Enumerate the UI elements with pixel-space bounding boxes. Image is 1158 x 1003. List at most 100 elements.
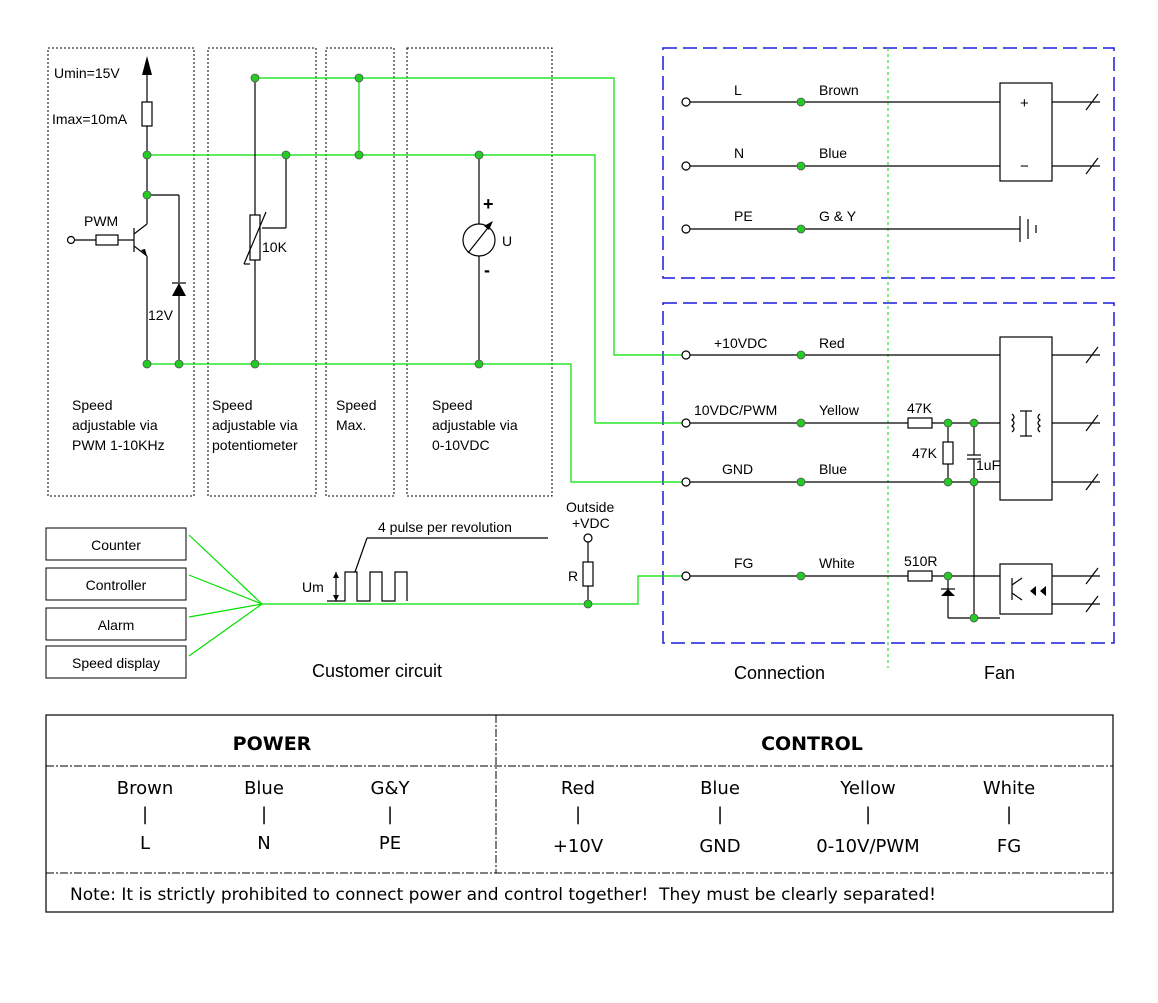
pot-value-label: 10K	[262, 239, 288, 255]
color-blue: Blue	[819, 145, 847, 161]
r510-label: 510R	[904, 553, 937, 569]
control-col-color: Blue	[700, 778, 740, 799]
pulse-label: 4 pulse per revolution	[378, 519, 512, 535]
cap-label: 1uF	[976, 457, 1000, 473]
control-col-sep: |	[865, 804, 871, 825]
max-box	[325, 47, 395, 497]
control-columns: Red | +10V Blue | GND Yellow | 0-10V/PWM…	[553, 778, 1035, 857]
control-col-color: White	[983, 778, 1035, 799]
speed-display-box	[45, 645, 187, 679]
terminals	[681, 97, 691, 581]
power-columns: Brown | L Blue | N G&Y | PE	[117, 778, 411, 854]
control-row-labels: +10VDC Red 10VDC/PWM Yellow GND Blue FG …	[694, 335, 860, 571]
signal-gnd: GND	[722, 461, 753, 477]
pwm-box	[47, 47, 195, 497]
power-row-labels: L Brown N Blue PE G & Y	[734, 82, 859, 224]
outside-label: Outside	[566, 499, 614, 515]
r-label: R	[568, 568, 578, 584]
meter-plus-label: +	[483, 194, 494, 214]
control-col-signal: FG	[997, 836, 1021, 857]
pwm-circuit	[74, 65, 186, 364]
signal-10vdc: +10VDC	[714, 335, 767, 351]
signal-l: L	[734, 82, 742, 98]
signal-fg: FG	[734, 555, 753, 571]
color-white: White	[819, 555, 855, 571]
color-blue-gnd: Blue	[819, 461, 847, 477]
color-red: Red	[819, 335, 845, 351]
customer-devices: Counter Controller Alarm Speed display	[45, 527, 187, 679]
junction-dots	[142, 73, 979, 623]
connection-caption: Connection	[734, 663, 825, 683]
fan-caption: Fan	[984, 663, 1015, 683]
power-col-signal: L	[140, 833, 150, 854]
speed-display-label: Speed display	[72, 655, 160, 671]
controller-box	[45, 567, 187, 601]
voltage-box	[406, 47, 553, 497]
wire-table	[45, 714, 1114, 913]
control-col-signal: +10V	[553, 836, 604, 857]
umin-label: Umin=15V	[54, 65, 120, 81]
box4-line2: adjustable via	[432, 417, 518, 433]
power-col-sep: |	[387, 804, 393, 825]
plus-label: +	[1020, 95, 1029, 112]
box2-line2: adjustable via	[212, 417, 298, 433]
box2-line1: Speed	[212, 397, 252, 413]
voltmeter	[462, 155, 496, 364]
zener-diode-icon	[172, 283, 186, 296]
r47-series-label: 47K	[907, 400, 933, 416]
power-col-color: G&Y	[371, 778, 411, 799]
control-col-color: Red	[561, 778, 595, 799]
signal-pe: PE	[734, 208, 753, 224]
minus-label: −	[1020, 158, 1029, 175]
control-col-color: Yellow	[839, 778, 895, 799]
power-col-sep: |	[261, 804, 267, 825]
counter-box	[45, 527, 187, 561]
power-col-signal: PE	[379, 833, 401, 854]
box3-line2: Max.	[336, 417, 366, 433]
customer-circuit-caption: Customer circuit	[312, 661, 442, 681]
control-col-sep: |	[1006, 804, 1012, 825]
imax-label: Imax=10mA	[52, 111, 128, 127]
power-col-sep: |	[142, 804, 148, 825]
box2-line3: potentiometer	[212, 437, 298, 453]
meter-minus-label: -	[484, 260, 490, 280]
control-wires	[686, 336, 1100, 619]
signal-pwm: 10VDC/PWM	[694, 402, 777, 418]
controller-label: Controller	[86, 577, 147, 593]
alarm-box	[45, 607, 187, 641]
counter-label: Counter	[91, 537, 141, 553]
box-captions: Speed adjustable via PWM 1-10KHz Speed a…	[72, 397, 518, 453]
zener-label: 12V	[148, 307, 174, 323]
power-col-color: Blue	[244, 778, 284, 799]
separation-note: Note: It is strictly prohibited to conne…	[70, 885, 936, 905]
pwm-terminal	[66, 235, 76, 245]
outside-vdc-label: +VDC	[572, 515, 610, 531]
power-header: POWER	[233, 733, 312, 755]
pwm-label: PWM	[84, 213, 118, 229]
color-yellow: Yellow	[819, 402, 860, 418]
control-col-sep: |	[717, 804, 723, 825]
box4-line3: 0-10VDC	[432, 437, 490, 453]
alarm-label: Alarm	[98, 617, 135, 633]
customer-boxes	[47, 47, 553, 497]
box3-line1: Speed	[336, 397, 376, 413]
table-border	[45, 714, 1114, 913]
box1-line2: adjustable via	[72, 417, 158, 433]
power-col-signal: N	[257, 833, 270, 854]
control-col-signal: GND	[699, 836, 740, 857]
potentiometer	[243, 78, 287, 364]
meter-u-label: U	[502, 233, 512, 249]
potentiometer-box	[207, 47, 317, 497]
power-wires	[686, 82, 1100, 242]
color-brown: Brown	[819, 82, 859, 98]
color-gy: G & Y	[819, 208, 857, 224]
power-col-color: Brown	[117, 778, 174, 799]
optocoupler-led-icon	[1030, 586, 1036, 596]
um-label: Um	[302, 579, 324, 595]
transformer-icon	[1011, 413, 1015, 433]
outside-vdc-terminal	[583, 533, 593, 543]
r47-shunt-label: 47K	[912, 445, 938, 461]
arrow-icon	[142, 56, 152, 75]
box1-line3: PWM 1-10KHz	[72, 437, 165, 453]
